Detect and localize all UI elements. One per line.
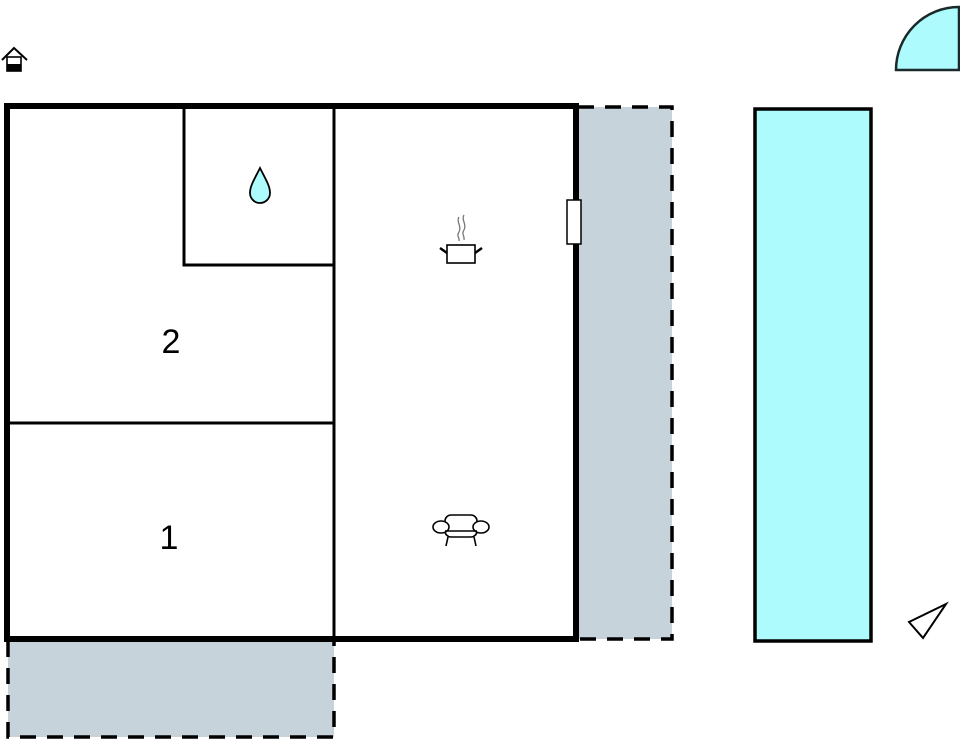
pool (753, 107, 873, 643)
north-arrow-triangle-icon (907, 601, 949, 640)
interior-walls (7, 106, 336, 639)
cooking-pot-icon (439, 214, 483, 264)
armchair-icon (432, 514, 490, 547)
terrace-bottom (6, 641, 336, 739)
terrace-right (578, 105, 674, 641)
door-icon (566, 199, 582, 245)
room-label-1: 1 (160, 519, 179, 557)
water-drop-icon (249, 165, 271, 204)
room-label-2: 2 (162, 323, 181, 361)
house-entrance-icon (1, 46, 28, 72)
building-outline (4, 103, 579, 642)
quarter-circle-icon (894, 5, 960, 72)
